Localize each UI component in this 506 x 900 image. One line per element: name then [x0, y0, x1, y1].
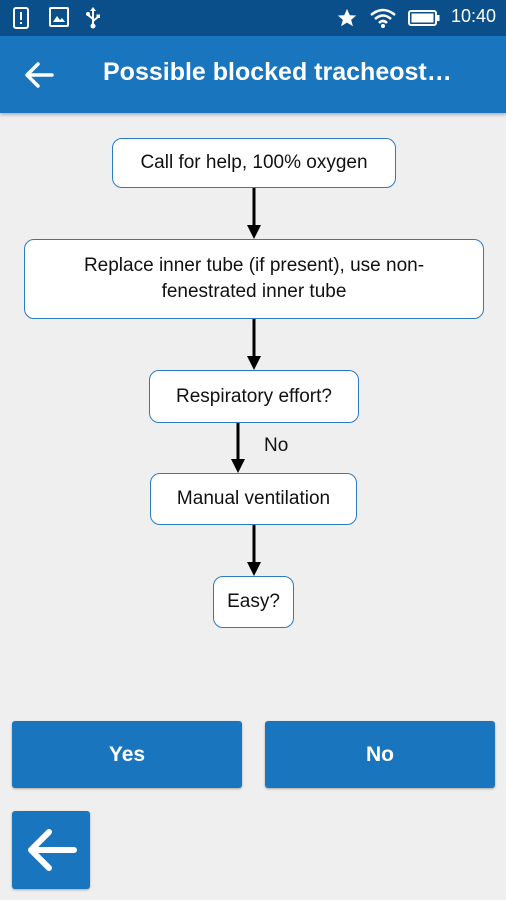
node-manual-ventilation-label: Manual ventilation — [176, 488, 331, 509]
node-replace-inner-tube-line1: Replace inner tube (if present), use non… — [83, 255, 425, 276]
node-respiratory-effort-label: Respiratory effort? — [176, 385, 332, 407]
battery-icon — [408, 10, 440, 26]
node-replace-inner-tube[interactable]: Replace inner tube (if present), use non… — [24, 239, 484, 319]
wifi-icon — [370, 8, 396, 28]
node-manual-ventilation[interactable]: Manual ventilation — [150, 473, 357, 525]
node-call-for-help-label: Call for help, 100% oxygen — [140, 152, 368, 173]
sim-alert-icon — [13, 7, 29, 29]
flowchart-connectors — [231, 188, 261, 576]
status-time: 10:40 — [450, 6, 496, 26]
star-icon — [337, 8, 357, 27]
arrow-call-to-replace — [247, 188, 261, 239]
arrow-left-icon[interactable] — [22, 58, 56, 92]
back-button[interactable] — [12, 811, 90, 889]
arrow-manual-to-easy — [247, 525, 261, 576]
node-easy-label: Easy? — [227, 591, 280, 612]
no-button[interactable]: No — [265, 721, 495, 788]
edge-label-no: No — [264, 435, 289, 456]
arrow-respiratory-to-manual — [231, 423, 245, 473]
status-bar: 10:40 — [0, 0, 506, 36]
yes-button[interactable]: Yes — [12, 721, 242, 788]
app-bar: Possible blocked tracheost… — [0, 36, 506, 113]
no-button-label: No — [366, 742, 394, 766]
image-icon — [49, 7, 69, 27]
usb-icon — [86, 7, 100, 29]
node-respiratory-effort[interactable]: Respiratory effort? — [149, 370, 359, 423]
arrow-left-icon — [28, 829, 77, 871]
node-replace-inner-tube-line2: fenestrated inner tube — [161, 281, 347, 302]
arrow-replace-to-respiratory — [247, 319, 261, 370]
node-easy[interactable]: Easy? — [213, 576, 294, 628]
yes-button-label: Yes — [108, 742, 146, 766]
flowchart: Call for help, 100% oxygen Replace inner… — [0, 113, 506, 673]
page-title: Possible blocked tracheost… — [103, 58, 452, 86]
node-call-for-help[interactable]: Call for help, 100% oxygen — [112, 138, 396, 188]
